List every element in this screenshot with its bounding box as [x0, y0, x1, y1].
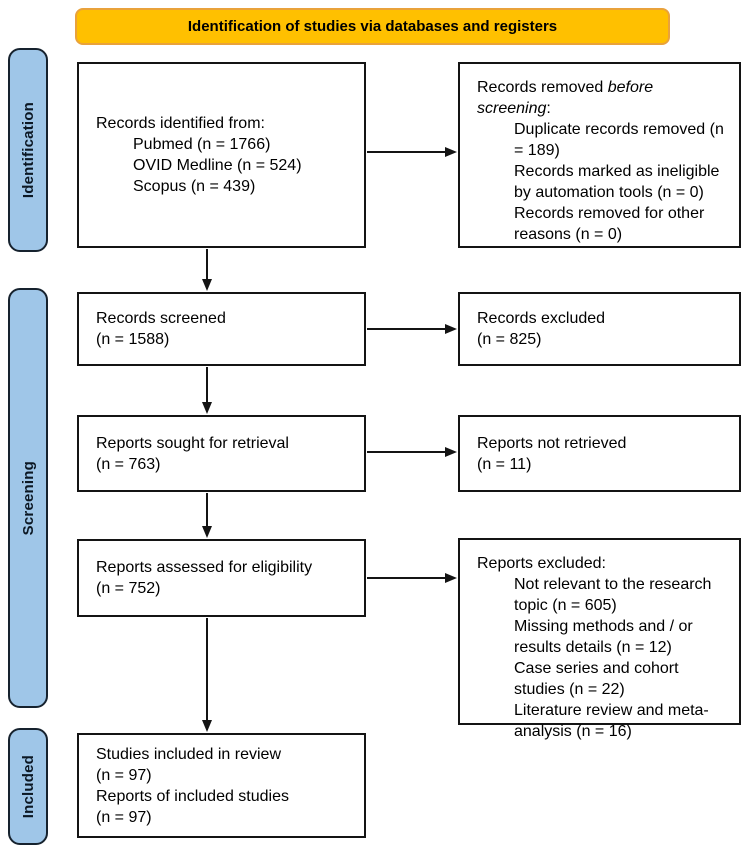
- box-records-identified: Records identified from: Pubmed (n = 1766…: [77, 62, 366, 248]
- box-records-removed: Records removed before screening: Duplica…: [458, 62, 741, 248]
- box-text-line: Scopus (n = 439): [133, 178, 256, 195]
- phase-tab-screening: Screening: [8, 288, 48, 708]
- box-text-line: Records marked as ineligible by automati…: [514, 163, 720, 201]
- box-reports-not-retrieved: Reports not retrieved (n = 11): [458, 415, 741, 492]
- box-text-line: (n = 763): [96, 455, 161, 473]
- box-text-line: Reports assessed for eligibility: [96, 559, 313, 576]
- box-text-line: Records identified from:: [96, 115, 265, 132]
- box-text-line: Case series and cohort studies (n = 22): [514, 660, 679, 698]
- box-text-line: Reports excluded:: [477, 555, 606, 572]
- box-text-line: (n = 1588): [96, 331, 170, 348]
- box-text-line: Records removed before screening:: [477, 79, 654, 117]
- box-text-line: Not relevant to the research topic (n = …: [514, 576, 712, 614]
- box-text-line: (n = 97): [96, 808, 152, 826]
- box-studies-included: Studies included in review (n = 97) Report…: [77, 733, 366, 838]
- box-reports-sought: Reports sought for retrieval (n = 763): [77, 415, 366, 492]
- phase-tab-screening-label: Screening: [19, 460, 37, 536]
- box-text-line: Duplicate records removed (n = 189): [514, 121, 724, 159]
- box-text-line: (n = 97): [96, 766, 152, 784]
- box-text-line: Records removed for other reasons (n = 0…: [514, 205, 705, 243]
- box-reports-excluded: Reports excluded: Not relevant to the res…: [458, 538, 741, 740]
- banner-title-label: Identification of studies via databases …: [187, 18, 558, 35]
- box-reports-assessed: Reports assessed for eligibility (n = 752…: [77, 539, 366, 617]
- box-text-line: (n = 825): [477, 331, 542, 348]
- box-text-line: (n = 752): [96, 580, 161, 597]
- phase-tab-identification-label: Identification: [19, 101, 37, 199]
- box-text-line: (n = 11): [477, 455, 532, 473]
- box-text-line: Records screened: [96, 310, 226, 327]
- box-text-line: Missing methods and / or results details…: [514, 618, 693, 656]
- phase-tab-included-label: Included: [19, 754, 37, 819]
- box-text-line: Records excluded: [477, 310, 606, 327]
- box-text-line: Pubmed (n = 1766): [133, 136, 271, 153]
- box-text-line: Literature review and meta-analysis (n =…: [514, 702, 709, 740]
- box-text-line: Reports of included studies: [96, 787, 289, 805]
- box-text-line: Reports sought for retrieval: [96, 434, 289, 452]
- banner-title: Identification of studies via databases …: [75, 8, 670, 45]
- box-records-excluded: Records excluded (n = 825): [458, 292, 741, 366]
- phase-tab-identification: Identification: [8, 48, 48, 252]
- box-text-line: OVID Medline (n = 524): [133, 157, 302, 174]
- box-text-line: Studies included in review: [96, 745, 281, 763]
- box-records-screened: Records screened (n = 1588): [77, 292, 366, 366]
- box-text-line: Reports not retrieved: [477, 434, 627, 452]
- phase-tab-included: Included: [8, 728, 48, 845]
